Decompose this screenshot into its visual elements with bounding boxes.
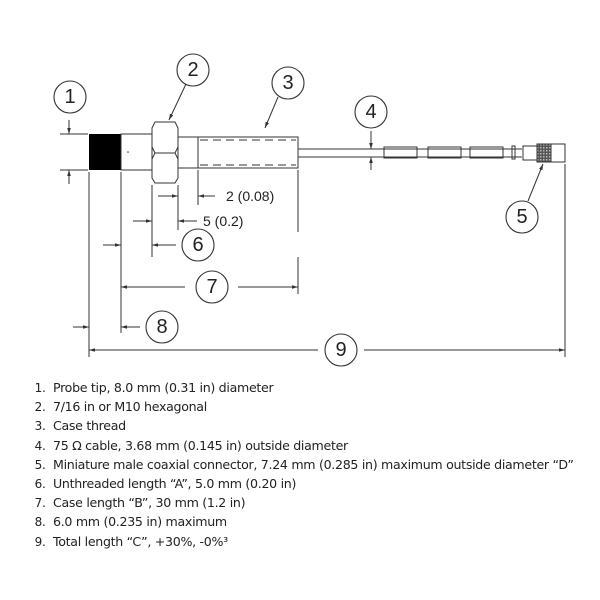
svg-text:2: 2 [187,59,198,81]
callout-6: 6 [181,228,215,262]
legend-item: 6.0 mm (0.235 in) maximum [49,512,574,531]
probe-drawing: 2 (0.08) 5 (0.2) 1 2 3 4 5 6 7 8 9 [53,53,566,367]
svg-text:9: 9 [335,339,346,361]
callout-1: 1 [53,80,87,114]
legend-item: Unthreaded length “A”, 5.0 mm (0.20 in) [49,474,574,493]
callout-8: 8 [145,310,179,344]
dimension-1 [60,120,88,184]
legend-item: Probe tip, 8.0 mm (0.31 in) diameter [49,378,574,397]
dimension-label-thread-offset: 2 (0.08) [226,188,274,204]
callout-5: 5 [505,200,539,234]
svg-text:3: 3 [282,72,293,94]
svg-text:4: 4 [365,101,376,123]
dimension-label-unthreaded: 5 (0.2) [203,213,243,229]
hex-nut [151,121,179,184]
unthreaded-section [177,136,199,169]
legend-item: Miniature male coaxial connector, 7.24 m… [49,455,574,474]
callout-4: 4 [354,95,388,129]
legend-item: 75 Ω cable, 3.68 mm (0.145 in) outside d… [49,436,574,455]
probe-tip [89,133,153,171]
legend-list: Probe tip, 8.0 mm (0.31 in) diameter 7/1… [30,378,574,551]
legend-item: Case length “B”, 30 mm (1.2 in) [49,493,574,512]
legend-item: Case thread [49,416,574,435]
callout-7: 7 [195,270,229,304]
cable [298,145,522,160]
callout-9: 9 [324,333,358,367]
svg-text:5: 5 [516,206,527,228]
svg-text:6: 6 [192,234,203,256]
callout-2: 2 [176,53,210,87]
coaxial-connector [522,143,566,163]
legend-item: Total length “C”, +30%, -0%³ [49,532,574,551]
svg-text:8: 8 [156,316,167,338]
callout-3: 3 [271,66,305,100]
legend-item: 7/16 in or M10 hexagonal [49,397,574,416]
case-thread [197,136,299,169]
svg-text:7: 7 [206,276,217,298]
svg-text:1: 1 [64,86,75,108]
